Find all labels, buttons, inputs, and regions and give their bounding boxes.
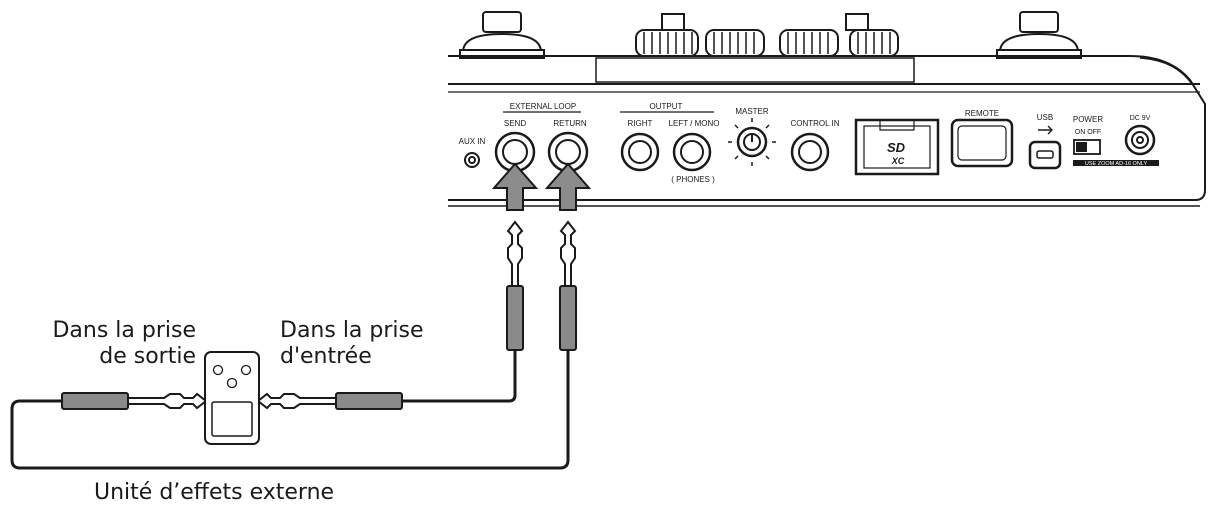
label-xc: XC bbox=[891, 156, 905, 166]
return-cable bbox=[10, 350, 570, 470]
output-jack-caption-line2: de sortie bbox=[99, 344, 196, 369]
top-knobs bbox=[635, 13, 899, 57]
label-output: OUTPUT bbox=[650, 102, 683, 111]
send-cable bbox=[402, 350, 517, 403]
output-jack-caption: Dans la prise de sortie bbox=[36, 318, 196, 370]
input-jack-caption: Dans la prise d'entrée bbox=[280, 318, 460, 370]
panel-labels: EXTERNAL LOOP SEND RETURN OUTPUT RIGHT L… bbox=[459, 102, 1151, 184]
label-remote: REMOTE bbox=[965, 109, 999, 118]
label-dc: DC 9V bbox=[1130, 115, 1151, 122]
aux-in-jack bbox=[464, 152, 480, 168]
footswitch-right bbox=[996, 11, 1082, 59]
send-cable-plug bbox=[506, 220, 524, 351]
output-jack-caption-line1: Dans la prise bbox=[52, 318, 196, 343]
label-power-note: USE ZOOM AD-16 ONLY bbox=[1085, 161, 1148, 167]
label-phones: ( PHONES ) bbox=[671, 175, 715, 184]
external-unit-caption: Unité d’effets externe bbox=[94, 480, 414, 506]
cables bbox=[10, 350, 570, 470]
label-usb: USB bbox=[1037, 113, 1053, 122]
output-right-jack bbox=[620, 132, 660, 172]
label-on-off: ON OFF bbox=[1075, 129, 1101, 136]
label-power: POWER bbox=[1073, 115, 1103, 124]
sd-card-slot bbox=[854, 118, 940, 176]
pedal-knobs bbox=[212, 364, 252, 389]
master-knob bbox=[728, 118, 776, 166]
effect-input-plug bbox=[256, 392, 403, 410]
power-switch bbox=[1073, 139, 1159, 166]
label-control-in: CONTROL IN bbox=[790, 119, 839, 128]
effect-pedal bbox=[204, 351, 260, 445]
input-jack-caption-line1: Dans la prise bbox=[280, 318, 424, 343]
effect-output-plug bbox=[61, 392, 208, 410]
output-left-mono-jack bbox=[672, 132, 712, 172]
return-insert-arrow bbox=[544, 162, 592, 211]
label-left-mono: LEFT / MONO bbox=[669, 119, 720, 128]
dc-in-jack bbox=[1124, 124, 1156, 156]
label-external-loop: EXTERNAL LOOP bbox=[510, 102, 576, 111]
remote-port bbox=[950, 118, 1014, 168]
external-unit-caption-text: Unité d’effets externe bbox=[94, 480, 335, 505]
label-sd: SD bbox=[887, 140, 906, 155]
control-in-jack bbox=[790, 132, 830, 172]
usb-port bbox=[1028, 125, 1062, 170]
label-aux-in: AUX IN bbox=[459, 137, 486, 146]
input-jack-caption-line2: d'entrée bbox=[280, 344, 372, 369]
label-master: MASTER bbox=[735, 107, 769, 116]
footswitch-left bbox=[459, 11, 545, 59]
label-send: SEND bbox=[504, 119, 526, 128]
label-right: RIGHT bbox=[628, 119, 653, 128]
send-insert-arrow bbox=[491, 162, 539, 211]
insert-arrows bbox=[491, 162, 592, 211]
label-return: RETURN bbox=[553, 119, 587, 128]
device-rear-panel bbox=[448, 11, 1206, 207]
return-cable-plug bbox=[559, 220, 577, 351]
